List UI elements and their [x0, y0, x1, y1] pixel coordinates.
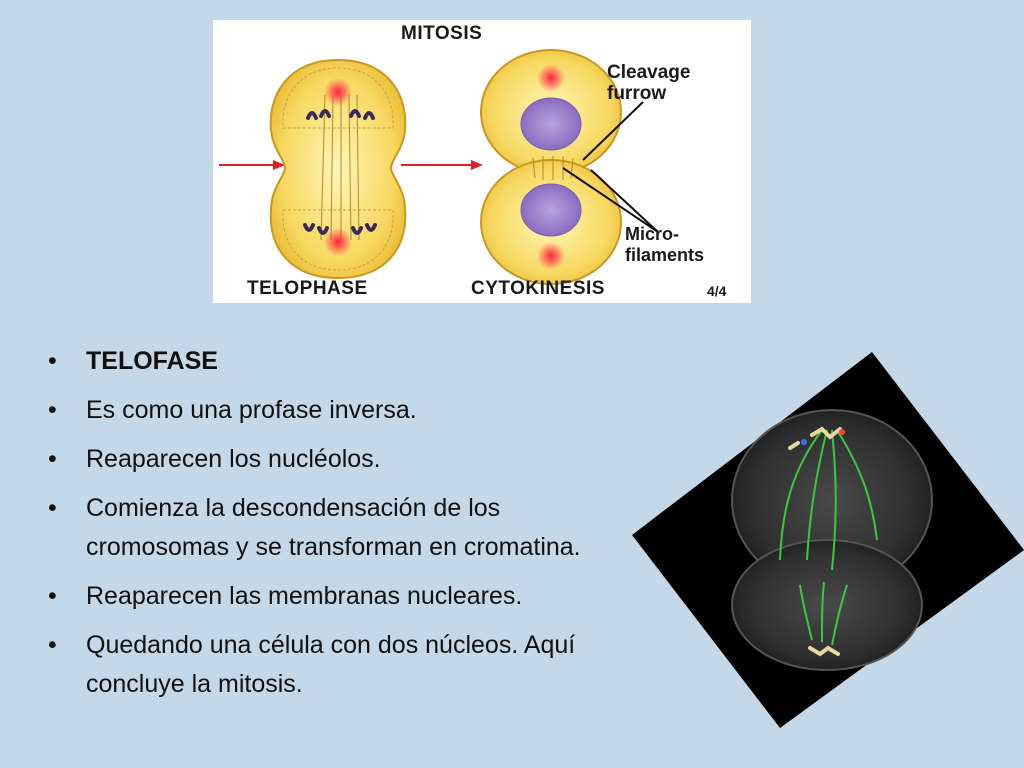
cytokinesis-label: CYTOKINESIS: [471, 278, 605, 299]
bullet-item: • Reaparecen las membranas nucleares.: [48, 577, 648, 616]
micrograph-cell: [731, 409, 933, 671]
micrograph-image: [632, 352, 1024, 728]
cleavage-furrow-label: Cleavage furrow: [607, 62, 690, 104]
bullet-item: • Comienza la descondensación de los cro…: [48, 489, 648, 567]
bullet-marker: •: [48, 396, 57, 424]
telophase-micrograph: [632, 350, 1024, 730]
bullet-marker: •: [48, 631, 57, 659]
micro-line-1: Micro-: [625, 224, 679, 244]
diagram-title: MITOSIS: [401, 23, 483, 44]
bullet-text: Quedando una célula con dos núcleos. Aqu…: [86, 631, 576, 698]
microfilaments-label: Micro- filaments: [625, 224, 704, 266]
bullet-marker: •: [48, 445, 57, 473]
bullet-text: TELOFASE: [86, 347, 218, 375]
bullet-text: Reaparecen los nucléolos.: [86, 445, 381, 473]
arrow-left: [219, 160, 285, 170]
bullet-text: Comienza la descondensación de los cromo…: [86, 494, 581, 561]
cytokinesis-cell: [480, 49, 622, 285]
bullet-marker: •: [48, 494, 57, 522]
bullet-item: • Quedando una célula con dos núcleos. A…: [48, 626, 648, 704]
mitosis-diagram: MITOSIS Cleavage furrow Micro- filaments…: [213, 20, 751, 303]
bullet-text: Es como una profase inversa.: [86, 396, 417, 424]
bullet-item: • Es como una profase inversa.: [48, 391, 648, 430]
label-pointers: [562, 101, 659, 233]
bullet-item: • Reaparecen los nucléolos.: [48, 440, 648, 479]
mitosis-illustration: [219, 49, 659, 285]
micro-line-2: filaments: [625, 245, 705, 265]
cleavage-line-1: Cleavage: [607, 62, 691, 83]
bullet-list: • TELOFASE • Es como una profase inversa…: [48, 342, 648, 714]
cleavage-line-2: furrow: [607, 83, 667, 104]
arrow-middle: [401, 160, 483, 170]
telophase-cell: [269, 58, 407, 280]
bullet-marker: •: [48, 582, 57, 610]
telophase-label: TELOPHASE: [247, 278, 368, 299]
bullet-item: • TELOFASE: [48, 342, 648, 381]
bullet-marker: •: [48, 347, 57, 375]
page-indicator: 4/4: [707, 283, 727, 299]
bullet-text: Reaparecen las membranas nucleares.: [86, 582, 523, 610]
